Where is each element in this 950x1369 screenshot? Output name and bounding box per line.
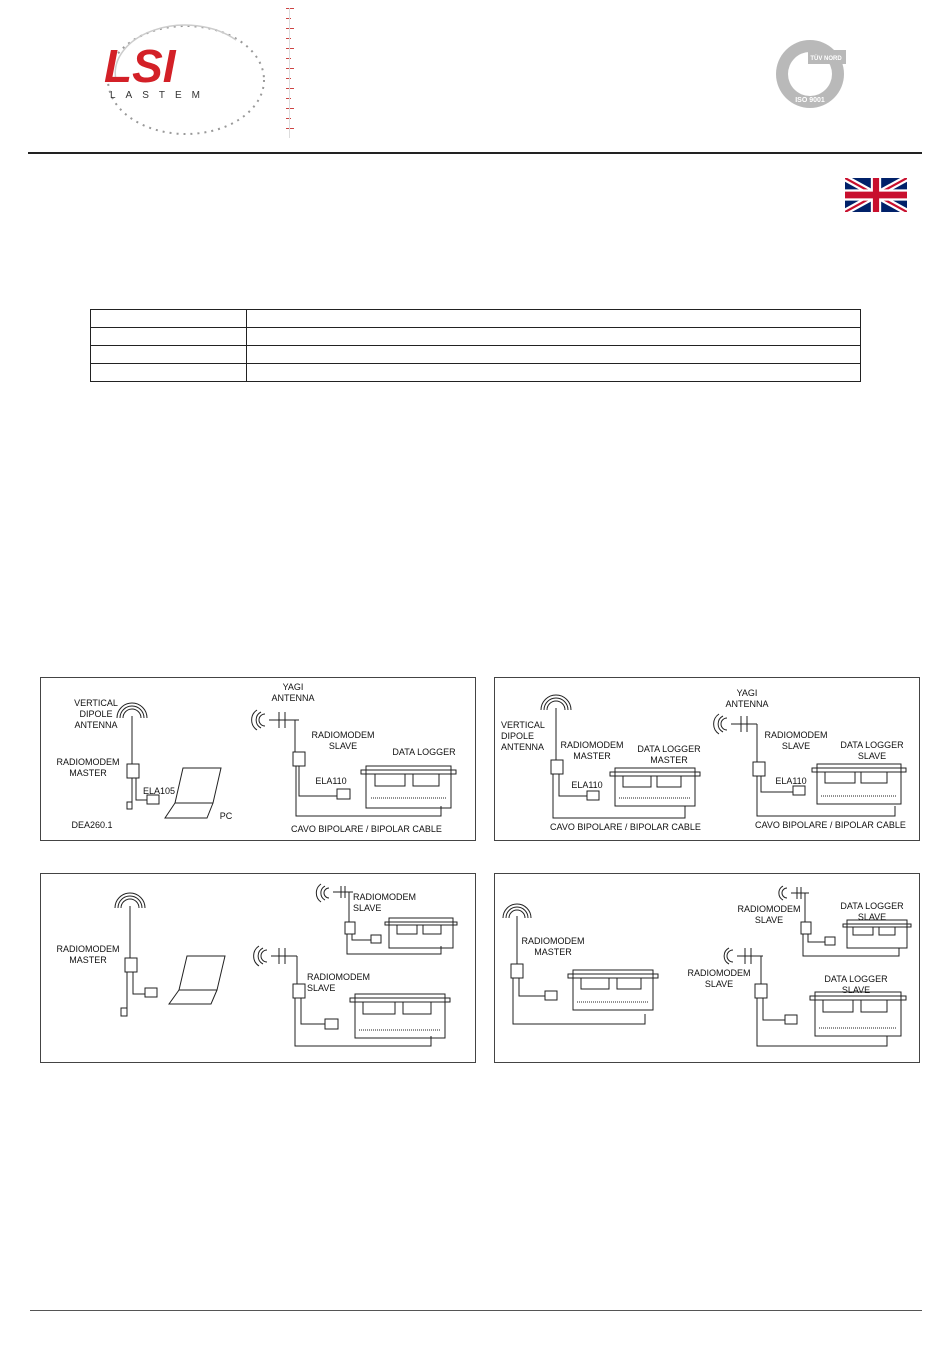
table-row <box>90 327 861 346</box>
label-data-logger-slave: DATA LOGGER SLAVE <box>824 974 888 995</box>
data-logger-icon <box>842 919 912 949</box>
label-radiomodem-master: RADIOMODEM MASTER <box>560 740 624 761</box>
antenna-waves-icon <box>540 694 572 711</box>
data-logger-icon <box>360 765 457 809</box>
label-radiomodem-slave: RADIOMODEM SLAVE <box>311 730 375 751</box>
yagi-antenna-icon <box>251 709 266 731</box>
yagi-antenna-icon <box>253 945 268 967</box>
diagram-pc-master-two-slaves: RADIOMODEM MASTER RADIOMODEM SLAVE RADIO… <box>40 873 476 1063</box>
label-radiomodem-slave: RADIOMODEM SLAVE <box>764 730 828 751</box>
label-radiomodem-master: RADIOMODEM MASTER <box>56 757 120 778</box>
label-yagi-antenna: YAGI ANTENNA <box>725 688 769 709</box>
label-radiomodem-slave: RADIOMODEM SLAVE <box>307 972 370 993</box>
table-cell <box>246 327 861 346</box>
label-bipolar-cable: CAVO BIPOLARE / BIPOLAR CABLE <box>291 824 442 834</box>
label-radiomodem-slave: RADIOMODEM SLAVE <box>737 904 801 925</box>
table-cell <box>90 327 247 346</box>
data-logger-icon <box>349 993 451 1039</box>
uk-flag-icon[interactable] <box>843 174 909 216</box>
cert-bottom-text: ISO 9001 <box>795 97 825 104</box>
label-ela110: ELA110 <box>315 776 347 786</box>
antenna-waves-icon <box>116 702 148 719</box>
radiomodem-box <box>344 921 356 935</box>
iso-certification-seal: TÜV NORD ISO 9001 <box>774 38 846 110</box>
label-data-logger-master: DATA LOGGER MASTER <box>637 744 701 765</box>
label-vertical-dipole: VERTICAL DIPOLE ANTENNA <box>74 698 118 730</box>
cert-top-text: TÜV NORD <box>810 55 842 62</box>
diagram-logger-master-logger-slave: VERTICAL DIPOLE ANTENNA RADIOMODEM MASTE… <box>494 677 920 841</box>
yagi-antenna-icon <box>778 885 788 901</box>
table-cell <box>90 363 247 382</box>
logo-text: LSI <box>104 40 177 92</box>
antenna-waves-icon <box>502 903 532 919</box>
label-dea260: DEA260.1 <box>71 820 113 830</box>
label-radiomodem-master: RADIOMODEM MASTER <box>521 936 585 957</box>
footer-divider <box>30 1310 922 1311</box>
company-logo: LSI LASTEM <box>96 18 266 138</box>
label-ela110: ELA110 <box>571 780 603 790</box>
table-cell <box>90 345 247 364</box>
radiomodem-box <box>292 751 306 767</box>
radiomodem-box <box>126 763 140 779</box>
radiomodem-box <box>800 921 812 935</box>
yagi-antenna-icon <box>315 883 330 903</box>
data-logger-icon <box>809 991 907 1037</box>
radiomodem-box <box>754 983 768 999</box>
label-radiomodem-master: RADIOMODEM MASTER <box>56 944 120 965</box>
data-logger-icon <box>384 917 458 949</box>
label-data-logger: DATA LOGGER <box>392 747 456 757</box>
label-bipolar-cable: CAVO BIPOLARE / BIPOLAR CABLE <box>550 822 701 832</box>
radiomodem-box <box>752 761 766 777</box>
radiomodem-box <box>550 759 564 775</box>
label-ela110: ELA110 <box>775 776 807 786</box>
label-data-logger-slave: DATA LOGGER SLAVE <box>840 740 904 761</box>
data-logger-icon <box>609 767 701 807</box>
radiomodem-box <box>510 963 524 979</box>
diagram-logger-master-two-slaves: RADIOMODEM MASTER RADIOMODEM SLAVE DATA … <box>494 873 920 1063</box>
label-bipolar-cable: CAVO BIPOLARE / BIPOLAR CABLE <box>755 820 906 830</box>
table-row <box>90 309 861 328</box>
radiomodem-box <box>124 957 138 973</box>
table-cell <box>246 345 861 364</box>
label-ela105: ELA105 <box>142 786 176 796</box>
table-cell <box>90 309 247 328</box>
decorative-ruler <box>286 8 294 138</box>
spec-table <box>90 309 861 382</box>
data-logger-icon <box>567 969 659 1011</box>
yagi-antenna-icon <box>713 713 728 735</box>
table-row <box>90 345 861 364</box>
diagram-pc-master-logger-slave: VERTICAL DIPOLE ANTENNA RADIOMODEM MASTE… <box>40 677 476 841</box>
label-data-logger-slave: DATA LOGGER SLAVE <box>840 901 904 922</box>
logo-subtext: LASTEM <box>110 90 210 101</box>
laptop-icon <box>168 955 226 1005</box>
label-radiomodem-slave: RADIOMODEM SLAVE <box>353 892 416 913</box>
yagi-antenna-icon <box>723 947 734 965</box>
label-yagi-antenna: YAGI ANTENNA <box>271 682 315 703</box>
header-divider <box>28 152 922 154</box>
laptop-icon <box>164 767 222 819</box>
label-radiomodem-slave: RADIOMODEM SLAVE <box>687 968 751 989</box>
data-logger-icon <box>811 763 907 805</box>
radiomodem-box <box>292 983 306 999</box>
table-row <box>90 363 861 382</box>
antenna-waves-icon <box>114 892 146 909</box>
label-pc: PC <box>219 811 233 821</box>
table-cell <box>246 363 861 382</box>
label-vertical-dipole: VERTICAL DIPOLE ANTENNA <box>501 720 545 752</box>
table-cell <box>246 309 861 328</box>
